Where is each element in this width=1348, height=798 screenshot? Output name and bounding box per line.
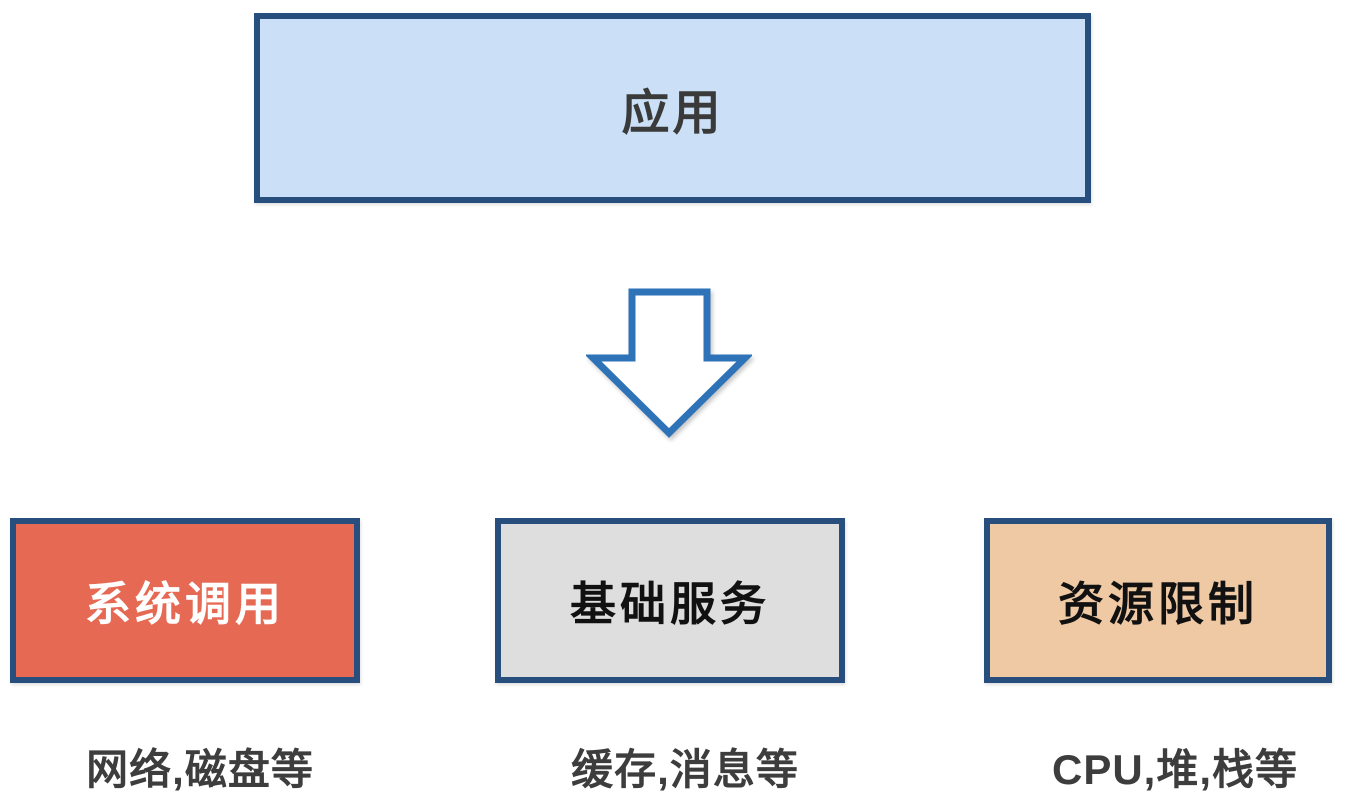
down-arrow-shape: [586, 288, 752, 438]
node-resource-limits-label: 资源限制: [1058, 577, 1258, 630]
down-arrow-icon: [586, 285, 752, 440]
node-resource-limits: 资源限制: [984, 518, 1332, 683]
node-basic-services: 基础服务: [495, 518, 845, 683]
node-system-call-label: 系统调用: [85, 577, 285, 630]
caption-basic-services: 缓存,消息等: [571, 746, 799, 793]
node-basic-services-label: 基础服务: [570, 577, 770, 630]
caption-system-call: 网络,磁盘等: [86, 746, 314, 793]
node-system-call: 系统调用: [10, 518, 360, 683]
caption-resource-limits: CPU,堆,栈等: [1051, 746, 1298, 793]
node-application-label: 应用: [621, 87, 724, 140]
node-application: 应用: [254, 13, 1091, 203]
